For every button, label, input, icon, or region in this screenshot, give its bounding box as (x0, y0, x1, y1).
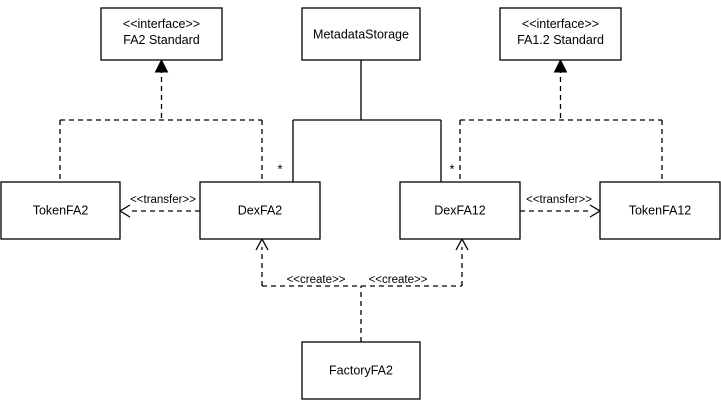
connector-transfer-left: <<transfer>> (118, 194, 200, 218)
class-node-tokenfa12[interactable]: TokenFA12 (599, 181, 721, 240)
class-node-dexfa2[interactable]: DexFA2 (199, 181, 321, 240)
class-node-fa2-standard[interactable]: <<interface>> FA2 Standard (100, 7, 223, 61)
class-node-factoryfa2[interactable]: FactoryFA2 (301, 341, 421, 400)
realization-line-fa2 (59, 68, 263, 182)
class-node-tokenfa2[interactable]: TokenFA2 (0, 181, 121, 240)
class-name: MetadataStorage (313, 27, 409, 41)
multiplicity-right: * (449, 161, 454, 176)
create-label-left: <<create>> (287, 274, 346, 286)
class-box[interactable] (0, 181, 121, 240)
multiplicity-left: * (277, 161, 282, 176)
realization-line-fa12 (459, 68, 663, 182)
connector-realization-fa12-standard (459, 58, 663, 182)
connector-transfer-right: <<transfer>> (520, 194, 602, 218)
transfer-label-left: <<transfer>> (130, 194, 196, 206)
class-name: DexFA12 (434, 203, 485, 217)
class-box[interactable] (301, 341, 421, 400)
class-box[interactable] (599, 181, 721, 240)
class-box[interactable] (499, 7, 622, 61)
class-name: DexFA2 (238, 203, 283, 217)
open-arrowhead-icon (118, 204, 131, 218)
class-node-fa12-standard[interactable]: <<interface>> FA1.2 Standard (499, 7, 622, 61)
connector-realization-fa2-standard (59, 58, 263, 182)
create-label-right: <<create>> (369, 274, 428, 286)
class-name: TokenFA2 (33, 203, 89, 217)
class-box[interactable] (301, 7, 421, 61)
association-line-metadata (292, 60, 442, 182)
class-box[interactable] (199, 181, 321, 240)
triangle-arrowhead-icon (553, 58, 568, 73)
triangle-arrowhead-icon (154, 58, 169, 73)
open-arrowhead-icon (589, 204, 602, 218)
class-box[interactable] (100, 7, 223, 61)
class-stereotype: <<interface>> (522, 17, 599, 31)
class-node-dexfa12[interactable]: DexFA12 (399, 181, 521, 240)
class-name: FactoryFA2 (329, 363, 393, 377)
class-stereotype: <<interface>> (123, 17, 200, 31)
transfer-label-right: <<transfer>> (526, 194, 592, 206)
class-name: TokenFA12 (629, 203, 692, 217)
connector-association-metadata (292, 60, 442, 182)
class-box[interactable] (399, 181, 521, 240)
class-name: FA2 Standard (123, 33, 199, 47)
connector-create: <<create>> <<create>> (255, 237, 469, 342)
class-node-metadatastorage[interactable]: MetadataStorage (301, 7, 421, 61)
class-name: FA1.2 Standard (517, 33, 604, 47)
